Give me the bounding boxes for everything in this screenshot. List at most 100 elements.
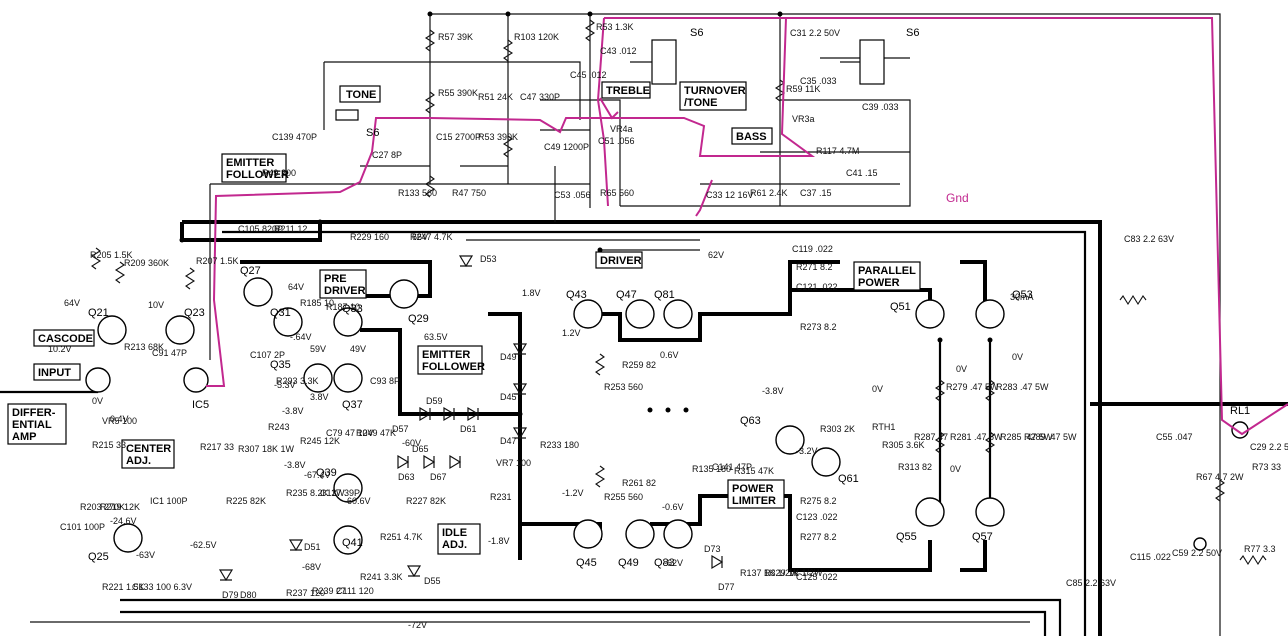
component-label: R277 8.2 xyxy=(800,532,837,542)
component-label: R241 3.3K xyxy=(360,572,403,582)
tone-label: TONE xyxy=(346,89,376,101)
diode-label: D51 xyxy=(304,542,321,552)
diode-label: D53 xyxy=(480,254,497,264)
voltage-label: -0.6V xyxy=(662,502,684,512)
transistor-label: Q45 xyxy=(576,557,597,569)
component-label: R55 390K xyxy=(438,88,478,98)
component-label: R51 24K xyxy=(478,92,513,102)
component-label: R305 3.6K xyxy=(882,440,925,450)
driver-label-box: DRIVER xyxy=(595,251,643,269)
voltage-label: -3.8V xyxy=(282,406,304,416)
transistor-label: Q83 xyxy=(654,557,675,569)
component-label: C53 .056 xyxy=(554,190,591,200)
component-label: R251 4.7K xyxy=(380,532,423,542)
transistor-label: Q43 xyxy=(566,289,587,301)
component-label: R219 12K xyxy=(100,502,140,512)
component-label: IC1 100P xyxy=(150,496,188,506)
voltage-label: 1.2V xyxy=(562,328,581,338)
voltage-label: -.64V xyxy=(290,332,312,342)
cascode-label: CASCODE xyxy=(38,333,93,345)
component-label: R133 560 xyxy=(398,188,437,198)
component-label: R57 39K xyxy=(438,32,473,42)
driver-label: DRIVER xyxy=(600,255,642,267)
component-label: R329 1K 1/2W xyxy=(764,568,823,578)
component-label: R203 270K xyxy=(80,502,125,512)
component-label: C91 47P xyxy=(152,348,187,358)
resistor-symbols xyxy=(90,19,1267,566)
voltage-label: 64V xyxy=(64,298,80,308)
component-label: R61 2.4K xyxy=(750,188,788,198)
component-label: R47 750 xyxy=(452,188,486,198)
input-label: INPUT xyxy=(38,367,71,379)
transistor-symbols xyxy=(85,277,1249,555)
voltage-label: -72V xyxy=(408,620,427,630)
voltage-label: 64V xyxy=(288,282,304,292)
component-label: R271 8.2 xyxy=(796,262,833,272)
treble-label-box: TREBLE xyxy=(601,81,651,99)
switch-s6-contacts xyxy=(335,39,885,121)
component-label: R65 560 xyxy=(600,188,634,198)
diode-label: D67 xyxy=(430,472,447,482)
ground-annotation-trace xyxy=(206,17,1288,436)
transistor-label: Q39 xyxy=(316,467,337,479)
component-label: R235 8.2K 1W xyxy=(286,488,345,498)
component-label: R233 180 xyxy=(540,440,579,450)
transistor-label: Q57 xyxy=(972,531,993,543)
voltage-label: -3.2V xyxy=(796,446,818,456)
component-label: R247 4.7K xyxy=(410,232,453,242)
component-label: R225 82K xyxy=(226,496,266,506)
voltage-label: 0V xyxy=(1012,352,1023,362)
diode-label: D80 xyxy=(240,590,257,600)
transistor-label: Q37 xyxy=(342,399,363,411)
component-label: C41 .15 xyxy=(846,168,878,178)
component-label: C47 330P xyxy=(520,92,560,102)
component-label: R59 11K xyxy=(786,84,820,94)
component-label: C29 2.2 50V xyxy=(1250,442,1288,452)
component-label: R243 xyxy=(268,422,290,432)
component-label: C15 2700P xyxy=(436,132,481,142)
component-label: R53 1.3K xyxy=(596,22,634,32)
voltage-label: 0.6V xyxy=(660,350,679,360)
component-label: R53 390K xyxy=(478,132,518,142)
component-label: R261 82 xyxy=(622,478,656,488)
diode-label: D45 xyxy=(500,392,517,402)
component-label: C43 .012 xyxy=(600,46,637,56)
component-label: VR3a xyxy=(792,114,815,124)
component-label: R67 4.7 2W xyxy=(1196,472,1244,482)
component-label: R205 1.5K xyxy=(90,250,133,260)
voltage-label: -60.6V xyxy=(344,496,371,506)
component-label: R307 18K 1W xyxy=(238,444,295,454)
transistor-label: Q31 xyxy=(270,307,291,319)
component-label: C119 .022 xyxy=(792,244,833,254)
ic-label: IC5 xyxy=(192,399,209,411)
component-label: R73 33 xyxy=(1252,462,1281,472)
component-label: R237 120 xyxy=(286,588,325,598)
diode-label: D55 xyxy=(424,576,441,586)
transistor-label: Q25 xyxy=(88,551,109,563)
component-label: R283 .47 5W xyxy=(996,382,1049,392)
voltage-label: 59V xyxy=(310,344,326,354)
transistor-label: Q47 xyxy=(616,289,637,301)
diode-label: D59 xyxy=(426,396,443,406)
component-label: C49 1200P xyxy=(544,142,589,152)
voltage-label: 0V xyxy=(956,364,967,374)
diode-symbols xyxy=(218,255,724,582)
voltage-label: -1.2V xyxy=(562,488,584,498)
diode-labels: D53 D49 D45 D47 D57 D59 D61 D63 D65 D67 … xyxy=(222,254,735,600)
diode-label: D57 xyxy=(392,424,409,434)
transistor-label: Q51 xyxy=(890,301,911,313)
voltage-label: -3.8V xyxy=(284,460,306,470)
component-label: C111 120 xyxy=(336,586,374,596)
component-label: R239 27 xyxy=(312,586,346,596)
component-label: VR5 100 xyxy=(102,416,137,426)
